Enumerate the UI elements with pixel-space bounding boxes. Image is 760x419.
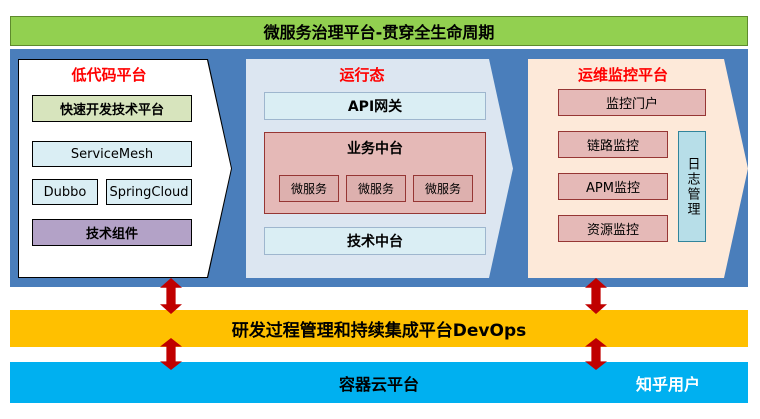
- flow-arrow: [160, 278, 182, 314]
- microservice-box: 微服务: [279, 175, 339, 202]
- microservice-box: 微服务: [346, 175, 406, 202]
- monitor-portal-box: 监控门户: [558, 89, 706, 116]
- tech-middle-platform-box: 技术中台: [264, 227, 486, 255]
- container-cloud-title: 容器云平台: [338, 374, 419, 394]
- runtime-panel-title: 运行态: [339, 66, 385, 84]
- business-middle-platform-title: 业务中台: [347, 141, 403, 157]
- lowcode-panel: 低代码平台 快速开发技术平台 ServiceMesh Dubbo SpringC…: [18, 59, 232, 278]
- dubbo-box: Dubbo: [32, 179, 98, 205]
- apm-monitor-box: APM监控: [558, 173, 668, 200]
- flow-arrow: [585, 338, 607, 370]
- top-banner: 微服务治理平台-贯穿全生命周期: [10, 16, 748, 46]
- platform-area: 低代码平台 快速开发技术平台 ServiceMesh Dubbo SpringC…: [10, 49, 748, 287]
- ops-monitoring-panel-title: 运维监控平台: [577, 66, 668, 84]
- container-cloud-banner: 容器云平台 知乎用户: [10, 362, 748, 403]
- service-mesh-box: ServiceMesh: [32, 141, 192, 167]
- api-gateway-box: API网关: [264, 92, 486, 120]
- runtime-panel: 运行态 API网关 业务中台 微服务 微服务 微服务 技术中台: [246, 59, 513, 278]
- watermark-text: 知乎用户: [635, 374, 700, 394]
- ops-monitoring-panel: 运维监控平台 监控门户 链路监控 APM监控 资源监控 日志管理: [528, 59, 748, 278]
- resource-monitor-box: 资源监控: [558, 215, 668, 242]
- lowcode-panel-title: 低代码平台: [71, 66, 147, 84]
- flow-arrow: [585, 278, 607, 314]
- trace-monitor-box: 链路监控: [558, 131, 668, 158]
- microservice-box: 微服务: [413, 175, 473, 202]
- devops-banner: 研发过程管理和持续集成平台DevOps: [10, 310, 748, 347]
- spring-cloud-box: SpringCloud: [106, 179, 192, 205]
- log-management-box: 日志管理: [678, 131, 706, 242]
- flow-arrow: [160, 338, 182, 370]
- top-banner-title: 微服务治理平台-贯穿全生命周期: [263, 23, 495, 42]
- tech-components-box: 技术组件: [32, 219, 192, 246]
- business-middle-platform-box: 业务中台 微服务 微服务 微服务: [264, 132, 486, 214]
- rapid-dev-platform-box: 快速开发技术平台: [32, 95, 192, 122]
- devops-banner-title: 研发过程管理和持续集成平台DevOps: [231, 321, 527, 341]
